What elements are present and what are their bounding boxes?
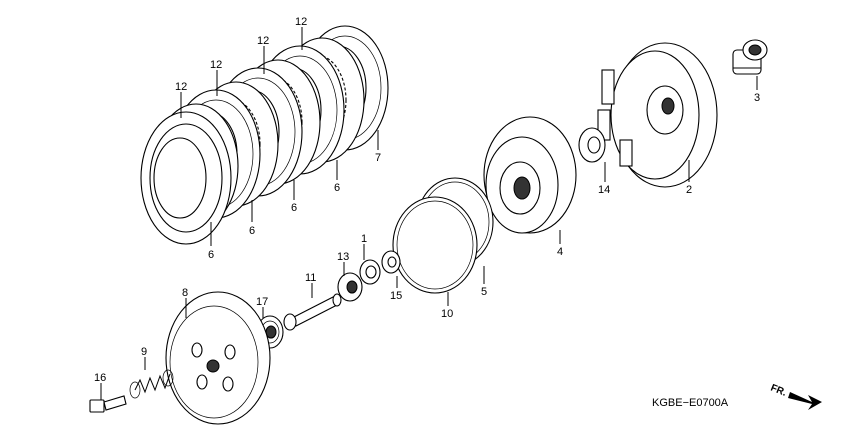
spring-seat-10 [392, 196, 478, 294]
callout-12-c: 12 [257, 35, 269, 47]
callout-labels: 12 12 12 12 7 6 6 6 6 3 14 2 4 5 10 1 13… [94, 16, 760, 384]
collar [732, 39, 768, 75]
callout-5: 5 [481, 286, 487, 298]
friction-disc-front [140, 111, 232, 245]
callout-7: 7 [375, 152, 381, 164]
bolt [89, 395, 127, 413]
washer-1 [359, 259, 381, 285]
bearing-13 [337, 272, 363, 302]
callout-6-b: 6 [291, 202, 297, 214]
front-direction-indicator: FR. [769, 383, 822, 410]
callout-12-d: 12 [295, 16, 307, 28]
callout-6-a: 6 [334, 182, 340, 194]
callout-12-a: 12 [175, 81, 187, 93]
direction-label: FR. [769, 383, 788, 399]
callout-12-b: 12 [210, 59, 222, 71]
thrust-washer [578, 127, 606, 163]
callout-4: 4 [557, 246, 563, 258]
callout-10: 10 [441, 308, 453, 320]
arrow-right-icon [788, 392, 822, 410]
pressure-plate [165, 291, 271, 425]
callout-2: 2 [686, 184, 692, 196]
callout-16: 16 [94, 372, 106, 384]
clutch-outer [597, 42, 718, 188]
clutch-center [483, 116, 577, 234]
callout-14: 14 [598, 184, 610, 196]
lifter-rod [283, 293, 342, 331]
callout-17: 17 [256, 296, 268, 308]
callout-6-d: 6 [208, 249, 214, 261]
callout-9: 9 [141, 346, 147, 358]
callout-13: 13 [337, 251, 349, 263]
callout-8: 8 [182, 287, 188, 299]
leader-lines [100, 27, 758, 400]
diagram-code: KGBE−E0700A [652, 397, 729, 409]
callout-1: 1 [361, 233, 367, 245]
callout-11: 11 [305, 272, 316, 284]
callout-3: 3 [754, 92, 760, 104]
callout-15: 15 [390, 290, 402, 302]
clutch-plate-stack [140, 25, 389, 245]
clutch-spring [129, 369, 174, 399]
washer-15 [381, 250, 401, 274]
callout-6-c: 6 [249, 225, 255, 237]
